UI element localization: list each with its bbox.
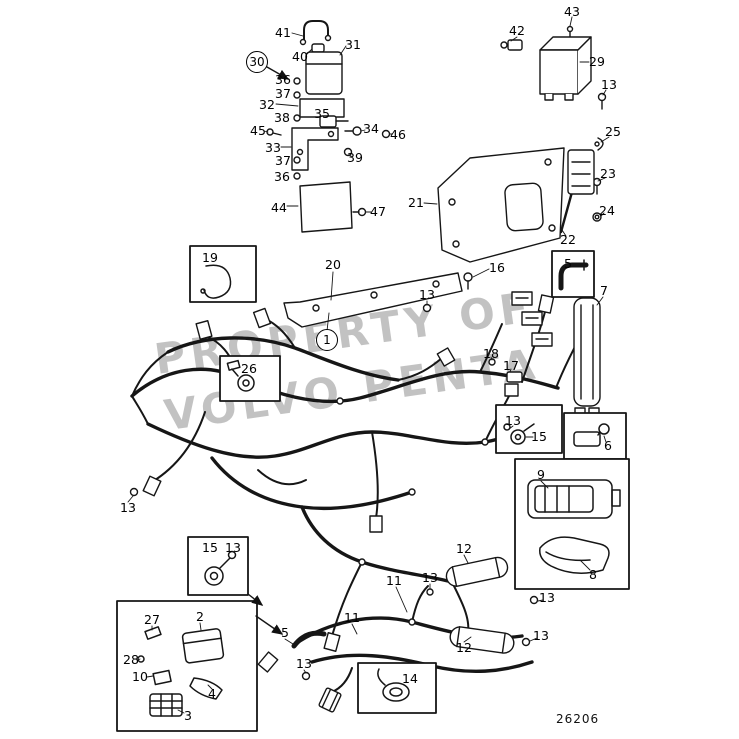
- callout-27: 27: [144, 611, 160, 627]
- callout-29: 29: [589, 53, 605, 69]
- callout-47: 47: [370, 203, 386, 219]
- callout-9: 9: [537, 466, 545, 482]
- callout-32: 32: [259, 96, 275, 112]
- tank-assembly: [266, 20, 391, 233]
- callout-38: 38: [274, 109, 290, 125]
- callout-10: 10: [132, 668, 148, 684]
- callout-45: 45: [250, 122, 266, 138]
- callout-28: 28: [123, 651, 139, 667]
- callout-35: 35: [314, 105, 330, 121]
- callout-12: 12: [456, 540, 472, 556]
- callout-23: 23: [600, 165, 616, 181]
- callout-13: 13: [120, 499, 136, 515]
- control-unit-plate: [422, 25, 607, 313]
- callout-3: 3: [184, 707, 192, 723]
- callout-1: 1: [316, 329, 338, 351]
- bottom-tubes: [291, 556, 539, 681]
- callout-13: 13: [533, 627, 549, 643]
- callout-14: 14: [402, 670, 418, 686]
- callout-34: 34: [363, 120, 379, 136]
- callout-5: 5: [564, 255, 572, 271]
- drawing-number: 26206: [556, 712, 600, 726]
- callout-12: 12: [456, 639, 472, 655]
- callout-20: 20: [325, 256, 341, 272]
- callout-13: 13: [419, 286, 435, 302]
- callout-44: 44: [271, 199, 287, 215]
- callout-13: 13: [505, 412, 521, 428]
- callout-11: 11: [344, 609, 360, 625]
- callout-4: 4: [208, 685, 216, 701]
- inset-frames: [116, 245, 630, 732]
- callout-18: 18: [483, 345, 499, 361]
- callout-43: 43: [564, 3, 580, 19]
- callout-16: 16: [489, 259, 505, 275]
- callout-24: 24: [599, 202, 615, 218]
- callout-25: 25: [605, 123, 621, 139]
- callout-7: 7: [600, 282, 608, 298]
- callout-11: 11: [386, 572, 402, 588]
- callout-46: 46: [390, 126, 406, 142]
- callout-15: 15: [202, 539, 218, 555]
- callout-31: 31: [345, 36, 361, 52]
- callout-21: 21: [408, 194, 424, 210]
- callout-40: 40: [292, 48, 308, 64]
- callout-19: 19: [202, 249, 218, 265]
- callout-13: 13: [422, 569, 438, 585]
- callout-33: 33: [265, 139, 281, 155]
- callout-37: 37: [275, 152, 291, 168]
- callout-26: 26: [241, 360, 257, 376]
- callout-15: 15: [531, 428, 547, 444]
- callout-5: 5: [281, 624, 289, 640]
- reference-arrows: [247, 66, 290, 635]
- callout-37: 37: [275, 85, 291, 101]
- callout-2: 2: [196, 608, 204, 624]
- callout-36: 36: [274, 168, 290, 184]
- leader-lines: [127, 16, 610, 714]
- callout-8: 8: [589, 566, 597, 582]
- callout-42: 42: [509, 22, 525, 38]
- callout-30: 30: [246, 51, 268, 73]
- callout-13: 13: [539, 589, 555, 605]
- callout-13: 13: [225, 539, 241, 555]
- callout-22: 22: [560, 231, 576, 247]
- inset-art: [137, 259, 621, 717]
- callout-17: 17: [503, 357, 519, 373]
- callout-39: 39: [347, 149, 363, 165]
- callout-6: 6: [604, 437, 612, 453]
- callout-41: 41: [275, 24, 291, 40]
- callout-13: 13: [601, 76, 617, 92]
- callout-13: 13: [296, 655, 312, 671]
- callout-36: 36: [275, 71, 291, 87]
